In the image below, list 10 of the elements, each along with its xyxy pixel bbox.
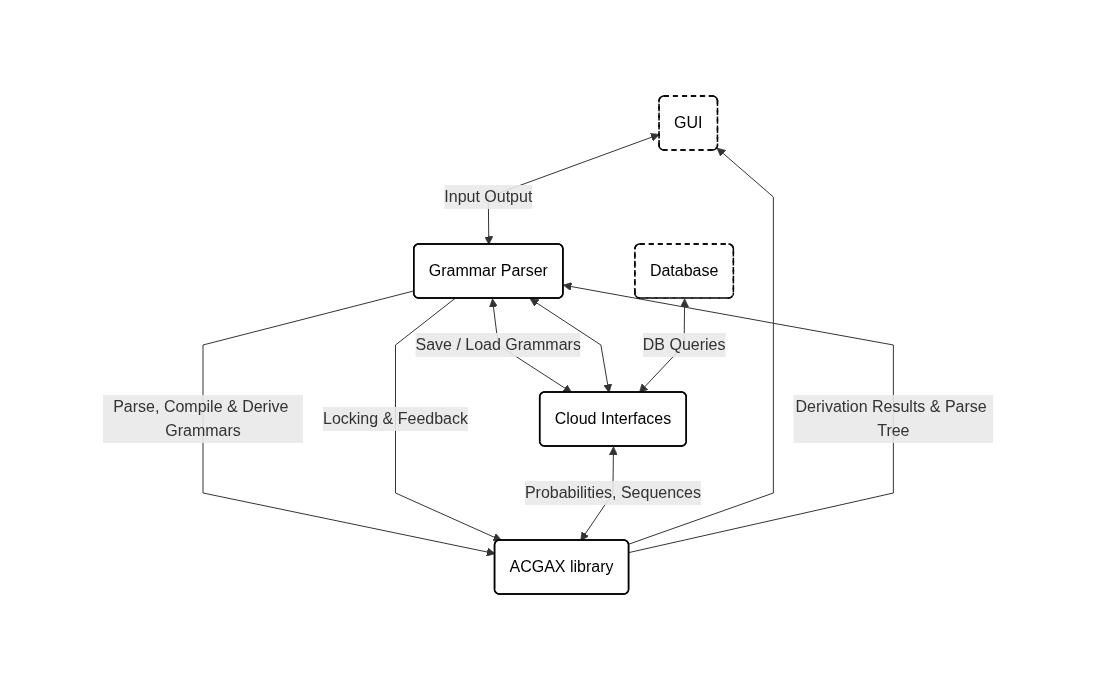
edge-label: DB Queries	[643, 335, 726, 353]
edge-label: Probabilities, Sequences	[525, 483, 702, 501]
edge-label: Locking & Feedback	[323, 409, 469, 427]
edge-label: Input Output	[444, 187, 533, 205]
arrow	[628, 147, 775, 545]
edge-label: Parse, Compile & Derive Grammars	[113, 397, 289, 439]
arrow	[563, 281, 895, 553]
edge-label: Derivation Results & Parse Tree	[795, 397, 988, 439]
arrow	[530, 297, 613, 393]
edge-label: Save / Load Grammars	[415, 335, 582, 353]
